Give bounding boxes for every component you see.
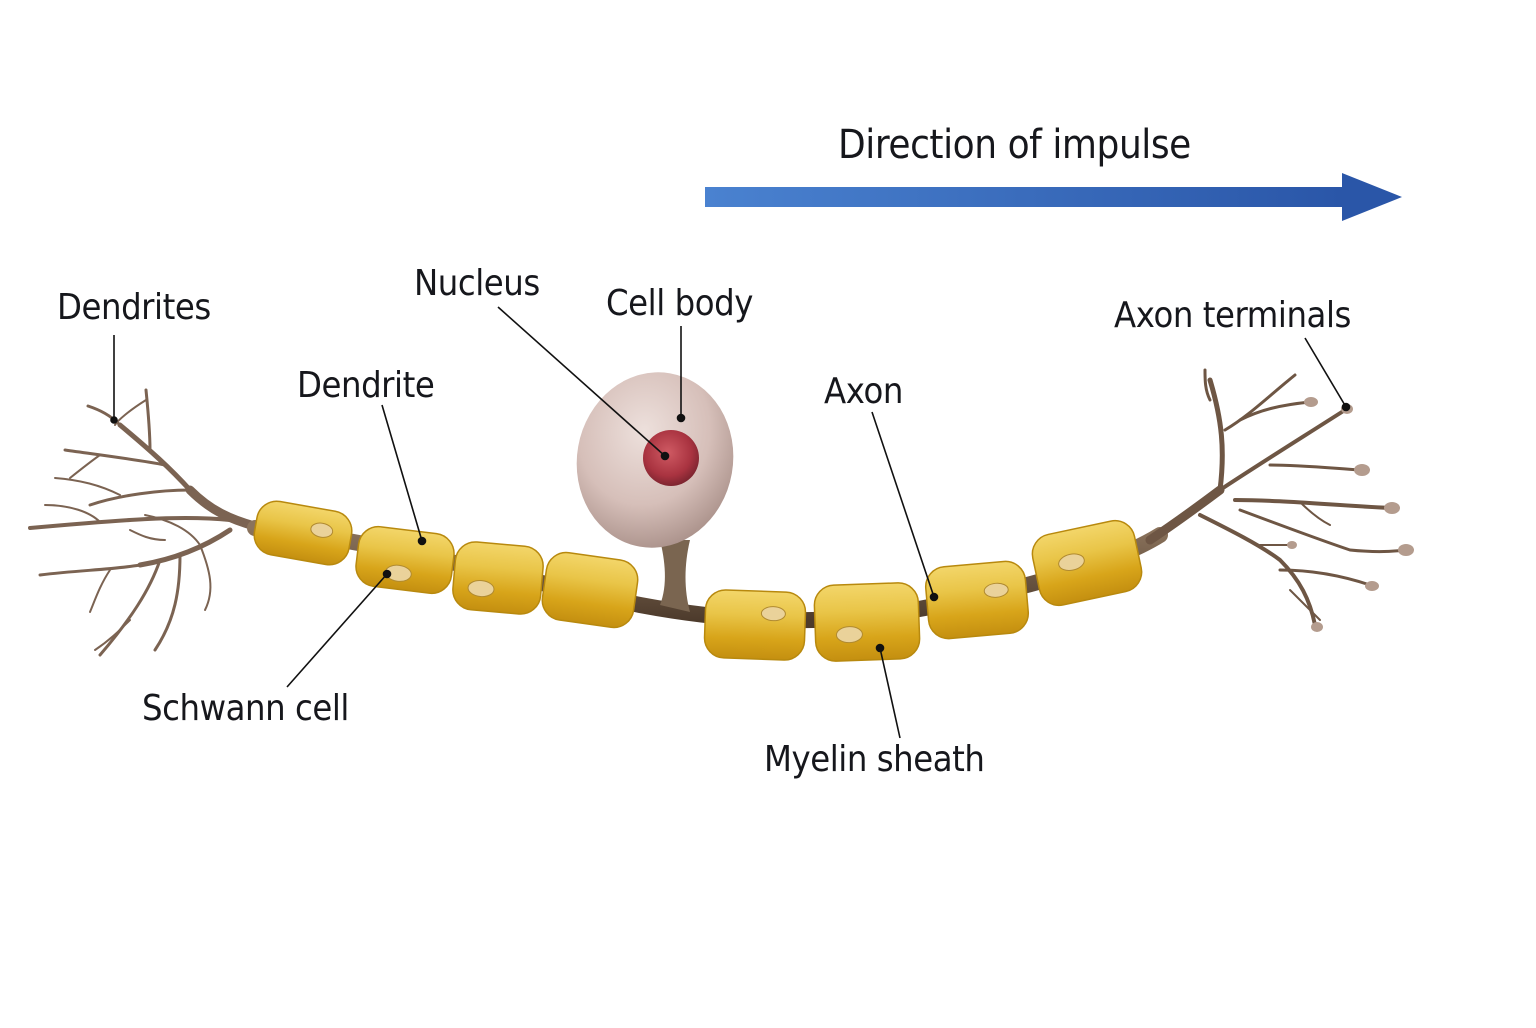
leader-lines — [110, 306, 1351, 739]
impulse-arrow-head — [1342, 173, 1402, 221]
leader-nucleus — [497, 306, 666, 457]
myelin-sheath-segments — [253, 500, 1143, 662]
leader-schwann-cell — [286, 573, 388, 688]
impulse-arrow-shaft — [705, 187, 1345, 207]
nucleus — [643, 430, 699, 486]
schwann-cell-label: Schwann cell — [142, 688, 349, 729]
myelin-segment — [924, 560, 1030, 640]
direction-of-impulse-label: Direction of impulse — [838, 122, 1191, 168]
myelin-segment — [813, 582, 921, 662]
myelin-segment — [1031, 519, 1143, 607]
leader-axon-terminals — [1304, 337, 1347, 408]
cell-body-label: Cell body — [606, 283, 753, 324]
myelin-segment — [355, 525, 455, 595]
leader-dendrite — [381, 404, 423, 542]
axon-label: Axon — [824, 371, 903, 412]
axon-terminals — [1145, 368, 1407, 627]
dendrites — [28, 388, 267, 657]
leader-axon — [871, 411, 935, 598]
myelin-segment — [541, 551, 639, 629]
myelin-sheath-label: Myelin sheath — [764, 739, 985, 780]
leader-myelin-sheath — [879, 647, 901, 739]
dendrite-label: Dendrite — [297, 365, 435, 406]
cell-body — [576, 372, 734, 548]
cell-body-stalk — [660, 540, 690, 612]
myelin-segment — [452, 541, 544, 615]
axon-terminals-label: Axon terminals — [1114, 295, 1351, 336]
myelin-segment — [253, 500, 353, 566]
impulse-arrow — [705, 173, 1402, 221]
myelin-segment — [703, 589, 807, 661]
axon-terminal-bulbs — [1287, 397, 1414, 632]
dendrites-label: Dendrites — [57, 287, 211, 328]
nucleus-label: Nucleus — [414, 263, 540, 304]
